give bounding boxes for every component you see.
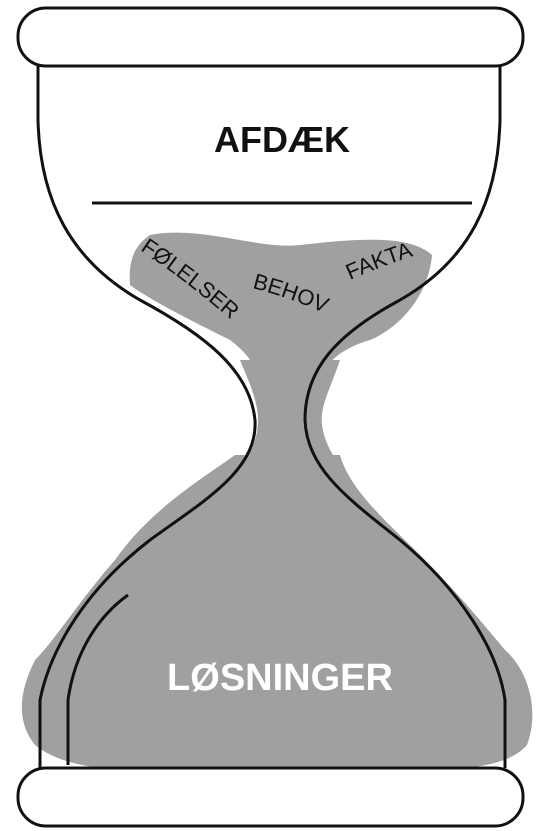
sand-top: [129, 232, 432, 385]
sand-neck: [238, 360, 345, 470]
bottom-label: LØSNINGER: [167, 657, 393, 699]
bottom-cap: [16, 766, 525, 828]
glass-right-outline: [303, 66, 507, 768]
glass-reflection: [66, 593, 129, 765]
glass-left-outline: [36, 66, 257, 768]
top-cap: [16, 6, 525, 68]
sand-bottom: [21, 455, 533, 770]
top-label: AFDÆK: [214, 119, 350, 160]
